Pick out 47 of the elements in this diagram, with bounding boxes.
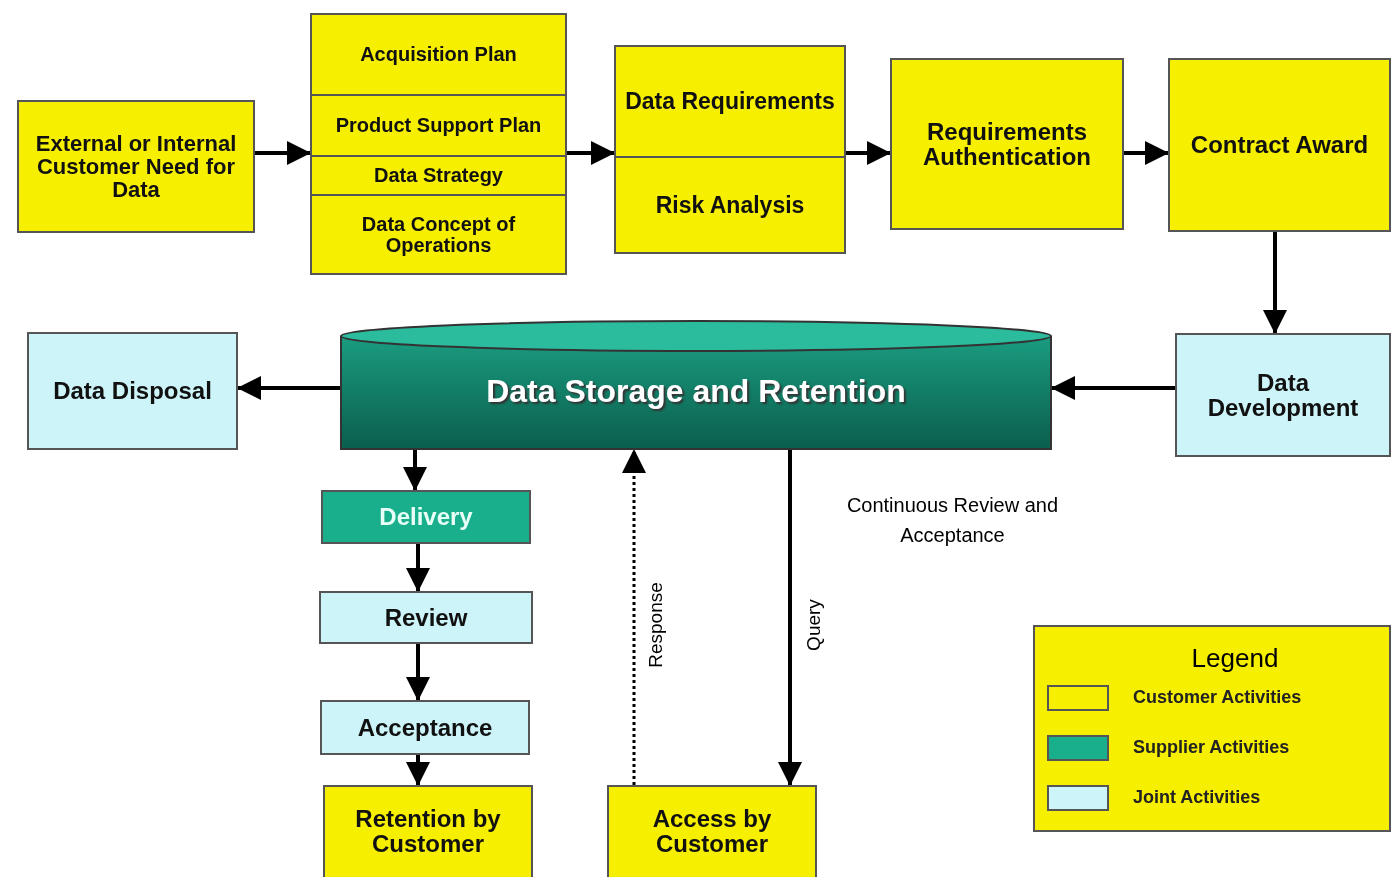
- process-box: [607, 785, 817, 877]
- node-text: Retention by Customer: [354, 803, 502, 859]
- node-text: Acceptance: [356, 712, 494, 743]
- node-text: Review: [383, 602, 469, 633]
- arrow: [255, 141, 311, 165]
- node-text: Risk Analysis: [616, 156, 844, 252]
- annotation-text: Continuous Review and Acceptance: [845, 493, 1060, 548]
- process-box: [310, 13, 567, 275]
- arrow: [237, 376, 340, 400]
- legend-title: Legend: [1190, 643, 1280, 674]
- node-text: External or Internal Customer Need for Data: [34, 129, 238, 205]
- legend-label: Joint Activities: [1133, 787, 1261, 808]
- legend-label: Customer Activities: [1133, 687, 1302, 708]
- node-title: Data Storage and Retention: [486, 375, 906, 409]
- node-text: Acquisition Plan: [359, 42, 518, 67]
- node-text: Data Requirements: [624, 87, 836, 117]
- arrow: [403, 450, 427, 491]
- process-box: [27, 332, 238, 450]
- arrow: [1051, 376, 1175, 400]
- arrow: [406, 755, 430, 786]
- node-text: Data Concept of Operations: [312, 194, 565, 273]
- arrow: [778, 450, 802, 786]
- process-box: [1168, 58, 1391, 232]
- node-text: Delivery: [378, 502, 474, 533]
- process-box: [321, 490, 531, 544]
- process-box: [17, 100, 255, 233]
- process-box: [614, 45, 846, 254]
- node-text: Requirements Authentication: [922, 116, 1092, 172]
- arrow: [567, 141, 615, 165]
- node-text: Data Strategy: [312, 155, 565, 194]
- node-text: Contract Award: [1189, 130, 1370, 161]
- process-box: [323, 785, 533, 877]
- arrow: [406, 544, 430, 592]
- legend-label: Supplier Activities: [1133, 737, 1290, 758]
- node-text: Product Support Plan: [312, 94, 565, 155]
- arrow: [1124, 141, 1169, 165]
- arrow: [1263, 232, 1287, 334]
- arrow: [622, 449, 646, 785]
- process-box: [319, 591, 533, 644]
- arrow: [846, 141, 891, 165]
- process-box: [1175, 333, 1391, 457]
- node-text: Access by Customer: [651, 803, 773, 859]
- process-box: [320, 700, 530, 755]
- node-text: Data Disposal: [52, 376, 213, 407]
- node-text: Data Development: [1206, 367, 1360, 423]
- process-box: [890, 58, 1124, 230]
- arrow: [406, 644, 430, 701]
